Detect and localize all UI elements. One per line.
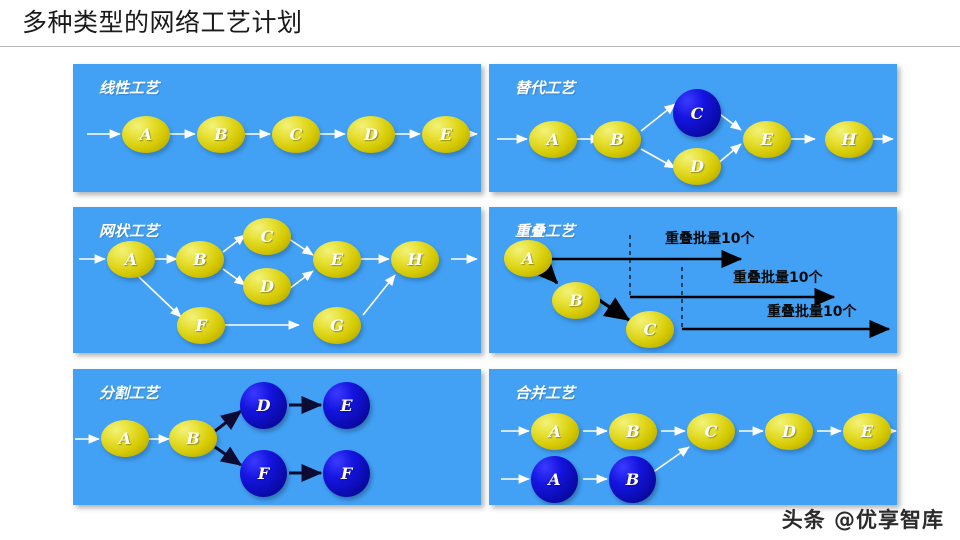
node-label: D xyxy=(364,125,378,144)
node-label: D xyxy=(260,277,274,296)
panel-split-process[interactable]: 分割工艺 A B D E F F xyxy=(73,369,481,505)
node-F-source[interactable]: F xyxy=(240,450,287,497)
node-H[interactable]: H xyxy=(825,121,873,158)
node-label: B xyxy=(569,291,583,310)
node-label: G xyxy=(330,316,344,335)
node-label: B xyxy=(214,125,228,144)
panel-title-overlap: 重叠工艺 xyxy=(515,222,576,240)
node-B[interactable]: B xyxy=(169,420,217,457)
node-E[interactable]: E xyxy=(313,241,361,278)
node-label: A xyxy=(546,130,560,149)
node-label: F xyxy=(257,464,270,483)
panel-title-network: 网状工艺 xyxy=(99,222,160,240)
node-B[interactable]: B xyxy=(593,121,641,158)
node-A[interactable]: A xyxy=(122,116,170,153)
node-label: A xyxy=(521,249,535,268)
node-label: D xyxy=(690,157,704,176)
node-label: C xyxy=(704,422,718,441)
panel-network-process[interactable]: 网状工艺 A B C D E H xyxy=(73,207,481,353)
node-E[interactable]: E xyxy=(843,413,891,450)
node-C[interactable]: C xyxy=(626,311,674,348)
node-D[interactable]: D xyxy=(765,413,813,450)
panel-overlap-process[interactable]: 重叠工艺 A B C 重叠批量10个 重叠批量10个 重叠批量 xyxy=(489,207,897,353)
node-D[interactable]: D xyxy=(243,268,291,305)
panel-merge-process[interactable]: 合并工艺 A B C D E A B xyxy=(489,369,897,505)
node-B-bottom[interactable]: B xyxy=(609,456,656,503)
node-label: A xyxy=(548,470,561,489)
node-A-bottom[interactable]: A xyxy=(531,456,578,503)
node-label: A xyxy=(124,250,138,269)
node-E[interactable]: E xyxy=(743,121,791,158)
node-label: D xyxy=(782,422,796,441)
node-label: A xyxy=(118,429,132,448)
node-label: B xyxy=(626,422,640,441)
node-B[interactable]: B xyxy=(552,282,600,319)
node-D[interactable]: D xyxy=(347,116,395,153)
node-label: B xyxy=(193,250,207,269)
node-label: C xyxy=(260,227,274,246)
node-E[interactable]: E xyxy=(323,382,370,429)
node-C[interactable]: C xyxy=(272,116,320,153)
page-title: 多种类型的网络工艺计划 xyxy=(22,8,303,37)
watermark: 头条 @优享智库 xyxy=(781,508,944,532)
node-label: D xyxy=(256,396,271,415)
node-label: C xyxy=(643,320,657,339)
node-B-top[interactable]: B xyxy=(609,413,657,450)
node-label: E xyxy=(340,396,353,415)
node-D[interactable]: D xyxy=(673,148,721,185)
header-divider xyxy=(0,46,960,47)
panel-alternative-process[interactable]: 替代工艺 A B C D E H xyxy=(489,64,897,192)
panel-title-linear: 线性工艺 xyxy=(99,79,160,97)
node-D[interactable]: D xyxy=(240,382,287,429)
node-B[interactable]: B xyxy=(197,116,245,153)
node-H[interactable]: H xyxy=(391,241,439,278)
slide-header: 多种类型的网络工艺计划 xyxy=(0,0,960,46)
node-E[interactable]: E xyxy=(422,116,470,153)
node-label: F xyxy=(340,464,353,483)
node-C[interactable]: C xyxy=(673,89,721,137)
panel-title-split: 分割工艺 xyxy=(99,384,160,402)
node-G[interactable]: G xyxy=(313,307,361,344)
overlap-batch-label-3: 重叠批量10个 xyxy=(767,304,857,320)
node-label: E xyxy=(439,125,453,144)
overlap-batch-label-2: 重叠批量10个 xyxy=(733,270,823,286)
node-label: B xyxy=(625,470,640,489)
panel-title-merge: 合并工艺 xyxy=(515,384,576,402)
node-C[interactable]: C xyxy=(687,413,735,450)
node-C[interactable]: C xyxy=(243,218,291,255)
node-label: H xyxy=(841,130,857,149)
node-F-target[interactable]: F xyxy=(323,450,370,497)
node-label: B xyxy=(186,429,200,448)
panel-title-alternative: 替代工艺 xyxy=(515,79,576,97)
panel-linear-process[interactable]: 线性工艺 A B C D E xyxy=(73,64,481,192)
node-label: H xyxy=(407,250,423,269)
overlap-batch-label-1: 重叠批量10个 xyxy=(665,231,755,247)
node-F[interactable]: F xyxy=(177,307,225,344)
node-label: F xyxy=(195,316,207,335)
node-A[interactable]: A xyxy=(504,240,552,277)
node-A[interactable]: A xyxy=(101,420,149,457)
node-A[interactable]: A xyxy=(529,121,577,158)
node-A-top[interactable]: A xyxy=(531,413,579,450)
node-label: C xyxy=(289,125,303,144)
node-label: C xyxy=(690,103,704,123)
node-A[interactable]: A xyxy=(107,241,155,278)
node-label: A xyxy=(139,125,153,144)
node-label: B xyxy=(610,130,624,149)
node-label: E xyxy=(330,250,344,269)
node-label: E xyxy=(860,422,874,441)
node-B[interactable]: B xyxy=(176,241,224,278)
node-label: A xyxy=(548,422,562,441)
node-label: E xyxy=(760,130,774,149)
